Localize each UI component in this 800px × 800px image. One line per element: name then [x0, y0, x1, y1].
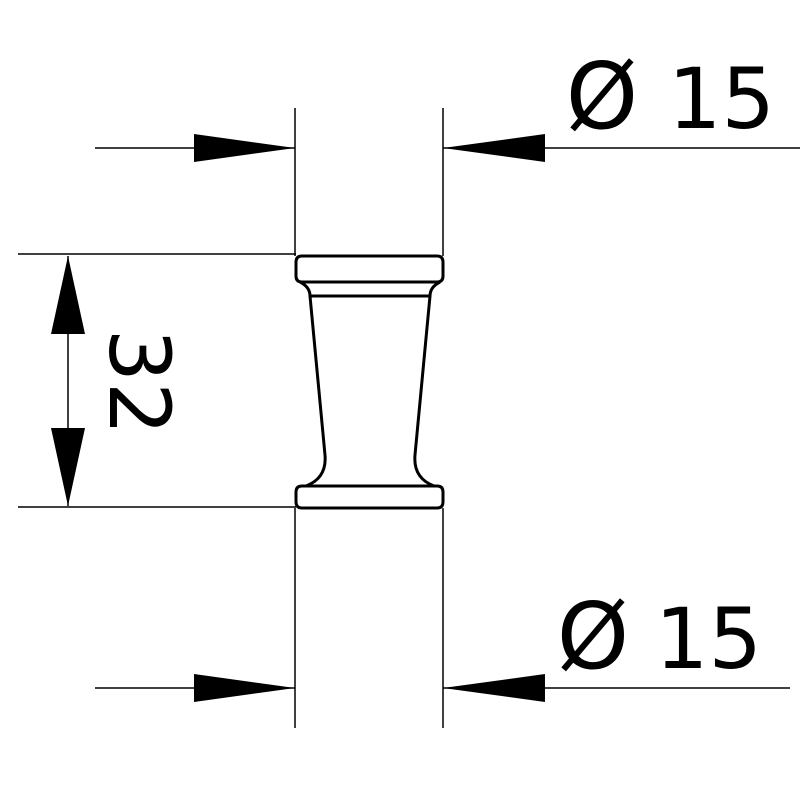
top-left-arrow	[194, 134, 295, 162]
arrowheads	[51, 134, 545, 702]
bottom-diameter-value: 15	[655, 590, 762, 688]
top-diameter-symbol: Ø	[566, 43, 638, 150]
height-bottom-arrow	[51, 428, 85, 506]
knob-top-collar	[299, 280, 441, 298]
bottom-right-arrow	[443, 674, 545, 702]
knob-base	[294, 484, 445, 510]
bottom-diameter-symbol: Ø	[557, 583, 629, 690]
top-right-arrow	[443, 134, 545, 162]
bottom-left-arrow	[194, 674, 295, 702]
top-diameter-value: 15	[668, 50, 775, 148]
knob-top-cap	[294, 254, 445, 284]
knob-part	[294, 254, 445, 510]
height-top-arrow	[51, 256, 85, 334]
knob-body	[305, 295, 435, 488]
height-value: 32	[90, 329, 188, 436]
